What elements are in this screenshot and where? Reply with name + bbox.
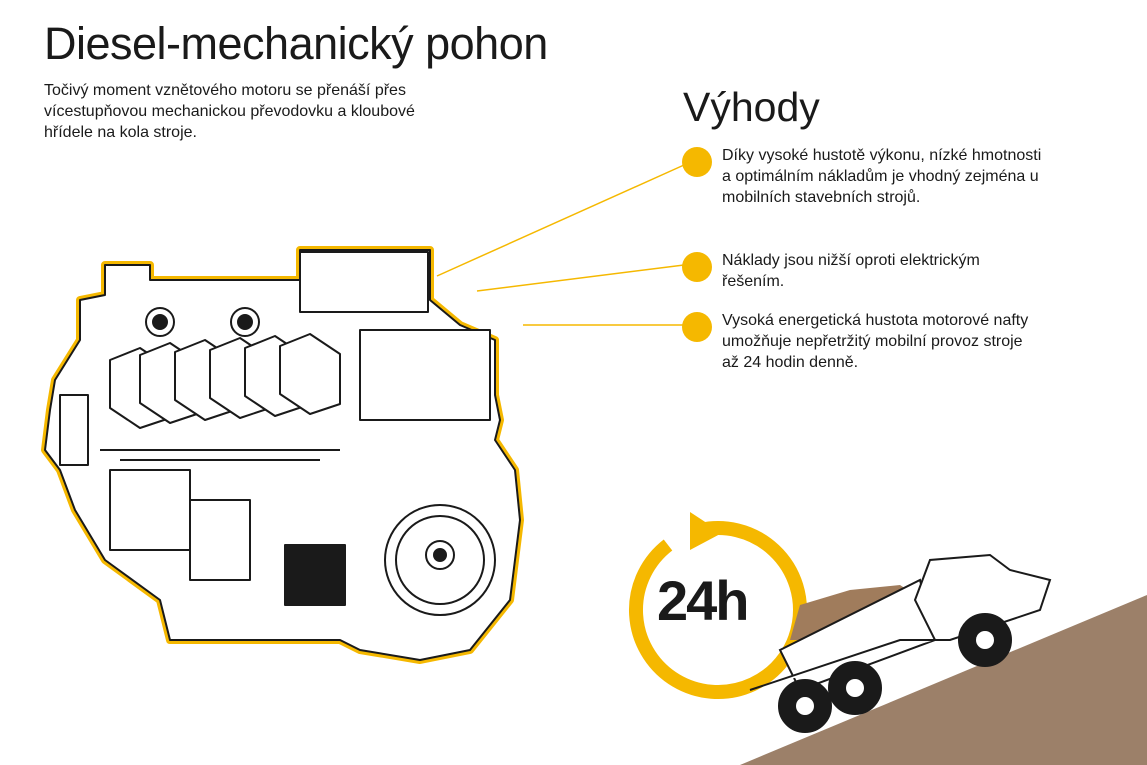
- clock-arc-icon: [628, 512, 807, 699]
- advantage-text: Náklady jsou nižší oproti elektrickým ře…: [722, 252, 980, 290]
- advantage-text: Díky vysoké hustotě výkonu, nízké hmotno…: [722, 147, 1042, 206]
- bullet-dot-icon: [682, 312, 712, 342]
- connector-lines: [436, 164, 685, 326]
- intro-text: Točivý moment vznětového motoru se přená…: [44, 82, 415, 141]
- page-title: Diesel-mechanický pohon: [44, 18, 548, 69]
- bullet-dot-icon: [682, 252, 712, 282]
- 24h-label: 24h: [657, 569, 749, 632]
- bullet-dot-icon: [682, 147, 712, 177]
- advantages-title: Výhody: [683, 84, 820, 130]
- connector-line-2: [476, 264, 685, 292]
- slope-ground: [740, 595, 1147, 765]
- dump-truck-illustration: [749, 553, 1052, 733]
- diesel-engine-illustration: [41, 246, 524, 664]
- advantage-text: Vysoká energetická hustota motorové naft…: [722, 312, 1029, 371]
- connector-line-1: [436, 164, 685, 277]
